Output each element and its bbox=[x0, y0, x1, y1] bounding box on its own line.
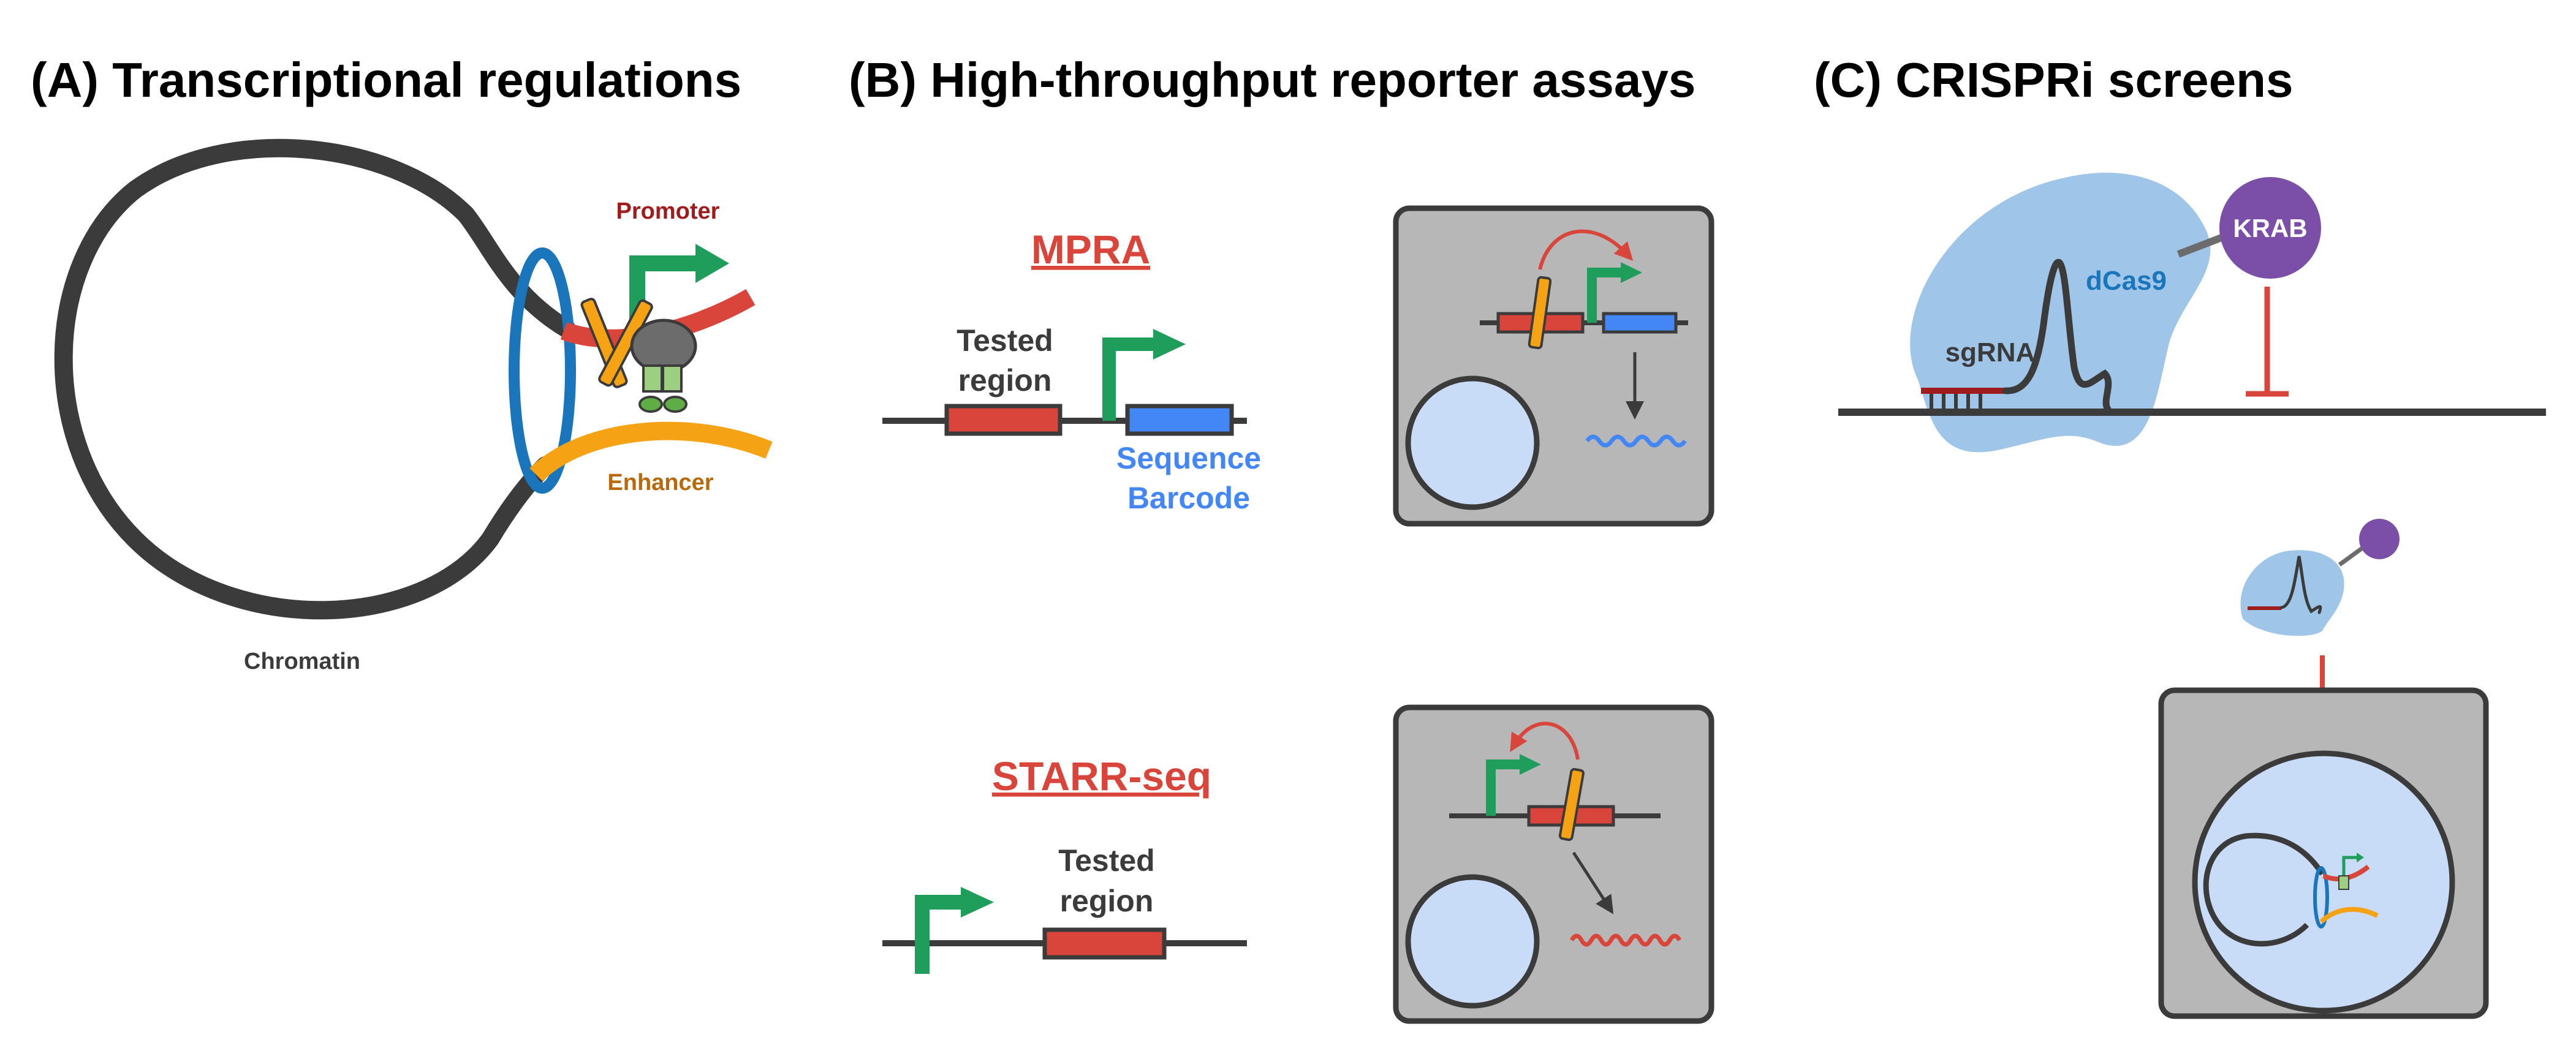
panel-c: KRAB dCas9 sgRNA bbox=[1838, 172, 2546, 1019]
transcription-factor-complex-icon bbox=[580, 298, 697, 413]
barcode-label-1: Sequence bbox=[1116, 441, 1261, 475]
krab-domain bbox=[2219, 177, 2321, 279]
mpra-tested-label-2: region bbox=[958, 363, 1052, 398]
mpra-cell bbox=[1393, 205, 1714, 527]
mpra-promoter-arrowhead bbox=[1153, 329, 1186, 360]
chromatin-loop bbox=[54, 138, 576, 620]
insulator-ring bbox=[509, 247, 576, 494]
krab-label: KRAB bbox=[2233, 214, 2307, 243]
panel-b-title: (B) High-throughput reporter assays bbox=[849, 53, 1695, 107]
sgrna-label: sgRNA bbox=[1945, 337, 2036, 367]
mpra-barcode bbox=[1125, 404, 1234, 436]
enhancer-strand bbox=[529, 421, 773, 481]
starr-promoter-arrow bbox=[915, 895, 968, 974]
mpra-cell-nucleus bbox=[1405, 375, 1540, 510]
panel-c-title: (C) CRISPRi screens bbox=[1814, 53, 2293, 107]
mpra-promoter-arrow bbox=[1102, 337, 1161, 421]
crispri-nucleus bbox=[2192, 750, 2455, 1014]
promoter-label: Promoter bbox=[616, 198, 720, 224]
enhancer-label: Enhancer bbox=[607, 470, 713, 496]
barcode-label-2: Barcode bbox=[1127, 481, 1250, 515]
starr-heading: STARR-seq bbox=[992, 753, 1211, 799]
mpra-heading: MPRA bbox=[1031, 227, 1150, 272]
starr-tested-label-2: region bbox=[1060, 884, 1154, 918]
sgrna-strand bbox=[2002, 258, 2112, 413]
panel-a-title: (A) Transcriptional regulations bbox=[31, 53, 741, 107]
mpra-tested-region bbox=[944, 404, 1063, 436]
starr-transcript bbox=[1569, 933, 1682, 947]
mpra-construct: MPRA Tested region Sequence Barcode bbox=[882, 227, 1261, 515]
panel-a: Promoter Enhancer Chromatin bbox=[54, 138, 773, 674]
promoter-tss-arrowhead bbox=[695, 244, 729, 283]
dcas9-protein bbox=[1910, 172, 2211, 453]
starr-cell-nucleus bbox=[1405, 874, 1540, 1009]
starr-construct: STARR-seq Tested region bbox=[882, 753, 1247, 974]
starr-promoter-arrowhead bbox=[961, 887, 994, 918]
starr-tested-label-1: Tested bbox=[1058, 843, 1154, 878]
starr-tested-region bbox=[1042, 927, 1167, 960]
mpra-barcode-transcript bbox=[1585, 434, 1687, 448]
starr-cell bbox=[1393, 704, 1714, 1024]
chromatin-label: Chromatin bbox=[244, 649, 360, 674]
dcas9-label: dCas9 bbox=[2086, 266, 2167, 296]
mpra-tested-label-1: Tested bbox=[957, 323, 1053, 358]
